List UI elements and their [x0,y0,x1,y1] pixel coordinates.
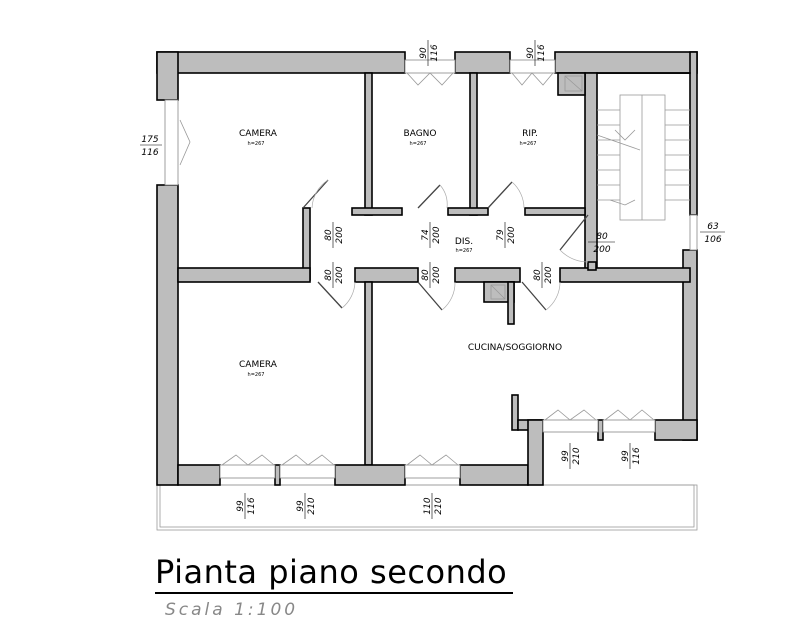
svg-text:90: 90 [419,47,429,59]
svg-text:200: 200 [335,226,345,243]
room-name: CAMERA [239,360,278,370]
svg-text:200: 200 [593,245,610,255]
svg-text:63: 63 [707,222,719,232]
room-name: RIP. [522,129,538,139]
svg-text:200: 200 [544,266,554,283]
svg-text:210: 210 [572,447,582,464]
svg-text:200: 200 [335,266,345,283]
shaft [490,284,506,300]
staircase [596,94,690,221]
room-height: h=267 [410,141,427,147]
windows [164,59,698,479]
svg-text:200: 200 [507,226,517,243]
svg-text:116: 116 [632,447,642,464]
svg-text:80: 80 [324,269,334,281]
svg-text:99: 99 [296,500,306,512]
svg-text:90: 90 [526,47,536,59]
svg-text:200: 200 [432,266,442,283]
svg-text:110: 110 [423,497,433,514]
svg-text:175: 175 [141,135,158,145]
room-name: BAGNO [404,129,437,139]
svg-text:210: 210 [434,497,444,514]
room-height: h=267 [456,248,473,254]
svg-text:116: 116 [430,44,440,61]
walls [156,51,698,486]
room-height: h=267 [248,372,265,378]
room-height: h=267 [520,141,537,147]
svg-text:210: 210 [307,497,317,514]
svg-text:80: 80 [533,269,543,281]
svg-text:99: 99 [621,450,631,462]
room-name: CUCINA/SOGGIORNO [468,343,562,353]
svg-text:79: 79 [496,229,506,241]
balcony-inner [159,484,695,528]
svg-text:116: 116 [247,497,257,514]
svg-text:74: 74 [421,229,431,241]
svg-text:99: 99 [236,500,246,512]
svg-text:80: 80 [421,269,431,281]
svg-text:116: 116 [537,44,547,61]
svg-text:200: 200 [432,226,442,243]
dimension-window-stair: 63 106 [700,222,725,245]
room-height: h=267 [248,141,265,147]
shaft [564,75,583,92]
doors [302,179,589,311]
plan-title: Pianta piano secondo [155,552,514,594]
svg-text:106: 106 [704,235,721,245]
dimension-door-stair: 80 200 [588,232,615,255]
svg-text:80: 80 [596,232,608,242]
svg-text:116: 116 [141,148,158,158]
svg-text:99: 99 [561,450,571,462]
room-name: CAMERA [239,129,278,139]
plan-scale: Scala 1:100 [165,600,299,620]
room-name: DIS. [455,237,473,247]
dimension-window-left: 175 116 [140,135,162,158]
svg-text:80: 80 [324,229,334,241]
